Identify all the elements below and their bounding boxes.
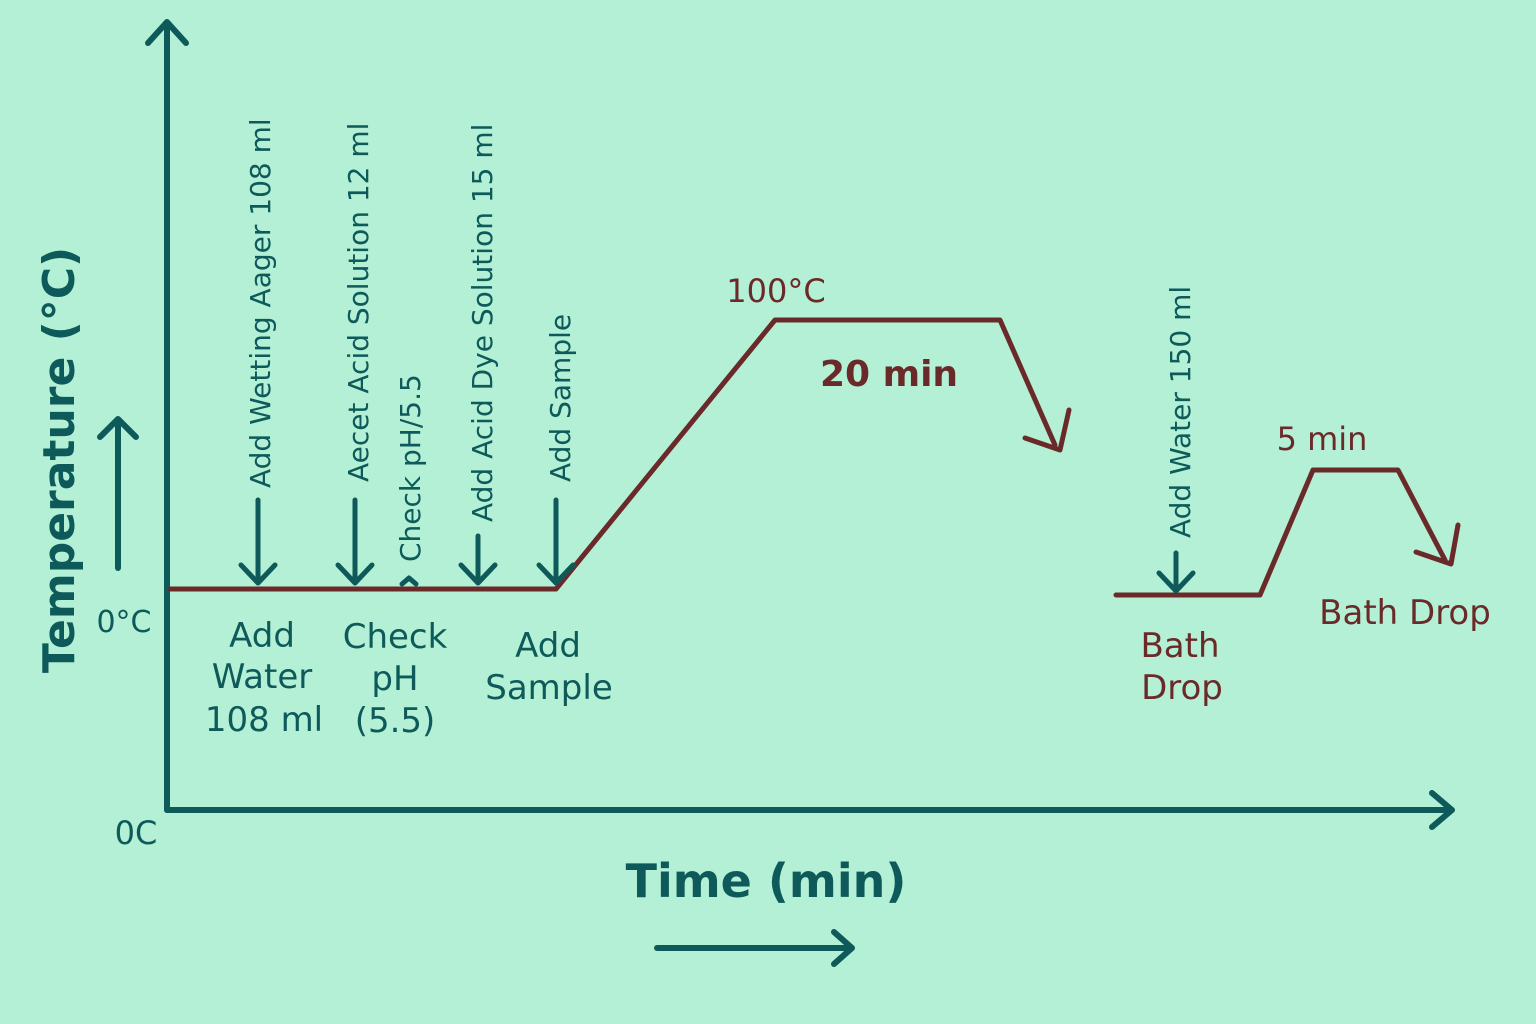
axes bbox=[97, 19, 1455, 967]
step-arrowhead-5 bbox=[536, 562, 576, 586]
step-label-acid-dye: Add Acid Dye Solution 15 ml bbox=[466, 124, 499, 522]
x-axis-arrowhead bbox=[1429, 790, 1455, 830]
step-label-wetting-agent: Add Wetting Aager 108 ml bbox=[244, 118, 277, 488]
bottom-label-line: Bath bbox=[1140, 626, 1219, 666]
bottom-label-line: Water bbox=[212, 657, 313, 697]
bottom-label-line: (5.5) bbox=[355, 701, 436, 741]
peak-temperature-label: 100°C bbox=[726, 272, 825, 310]
step-label-add-sample: Add Sample bbox=[544, 314, 577, 482]
profile-arrowhead-2 bbox=[1413, 522, 1461, 567]
profile-arrowhead-1 bbox=[1022, 407, 1072, 453]
baseline-label: 0°C bbox=[96, 605, 151, 640]
bottom-label-line: Sample bbox=[485, 668, 612, 708]
bottom-label-line: Add bbox=[515, 626, 581, 666]
bottom-label-line: Drop bbox=[1141, 668, 1223, 708]
x-direction-arrowhead bbox=[831, 929, 855, 967]
x-axis-label: Time (min) bbox=[626, 854, 907, 908]
step-label-check-ph: Check pH/5.5 bbox=[394, 374, 427, 562]
y-axis-arrowhead bbox=[145, 19, 189, 46]
step-arrowhead-4 bbox=[458, 562, 498, 586]
step-arrowhead-6 bbox=[1156, 570, 1196, 594]
step-label-acetic-acid: Aecet Acid Solution 12 ml bbox=[342, 123, 375, 482]
bottom-label-line: Check bbox=[343, 617, 448, 657]
profile-line-main bbox=[167, 317, 1058, 592]
bottom-label-check-ph: Check pH (5.5) bbox=[343, 617, 448, 741]
bottom-label-add-water: Add Water 108 ml bbox=[205, 616, 323, 740]
temperature-profile bbox=[167, 317, 1461, 598]
bottom-label-bath-drop-2: Bath Drop bbox=[1319, 593, 1491, 633]
step-marker-3 bbox=[399, 575, 419, 587]
y-axis-label: Temperature (°C) bbox=[34, 247, 85, 673]
profile-line-second bbox=[1113, 467, 1448, 598]
y-direction-arrowhead bbox=[97, 416, 139, 440]
hold-time-20-label: 20 min bbox=[820, 354, 958, 395]
origin-label: 0C bbox=[115, 814, 158, 852]
hold-time-5-label: 5 min bbox=[1277, 420, 1368, 458]
step-arrowhead-1 bbox=[238, 562, 278, 586]
step-arrowhead-2 bbox=[335, 562, 375, 586]
bottom-label-line: 108 ml bbox=[205, 700, 323, 740]
bottom-label-line: Add bbox=[229, 616, 295, 656]
step-label-add-water: Add Water 150 ml bbox=[1164, 286, 1197, 538]
bottom-label-bath-drop-1: Bath Drop bbox=[1140, 626, 1222, 708]
bottom-label-line: pH bbox=[371, 659, 418, 699]
step-arrows bbox=[238, 497, 1196, 594]
bottom-label-add-sample: Add Sample bbox=[485, 626, 612, 708]
